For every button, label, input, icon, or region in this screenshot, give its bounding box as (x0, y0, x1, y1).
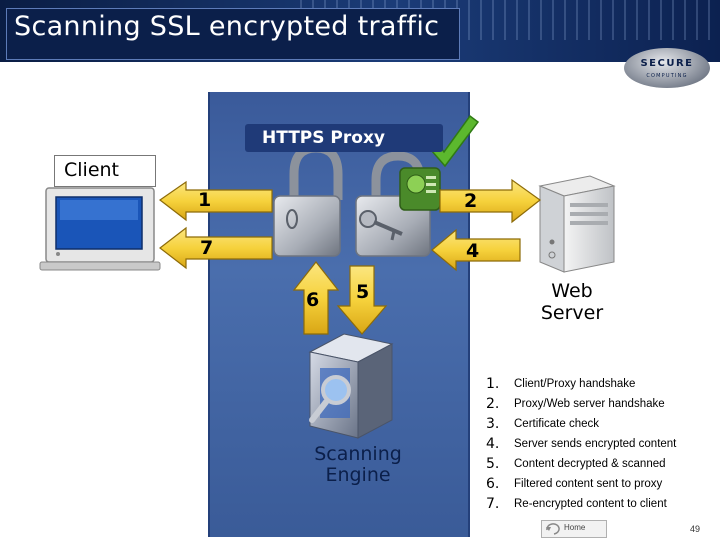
arrow-1 (158, 180, 273, 222)
engine-label: Scanning Engine (298, 444, 418, 486)
laptop-icon (39, 187, 161, 271)
arrow-7 (159, 226, 273, 270)
step-number: 3. (486, 416, 500, 432)
step-number: 5. (486, 456, 500, 472)
step-number: 2. (486, 396, 500, 412)
arrow-2-label: 2 (464, 190, 478, 212)
step-number: 1. (486, 376, 500, 392)
slide-title: Scanning SSL encrypted traffic (14, 11, 440, 42)
proxy-label: HTTPS Proxy (262, 128, 386, 148)
proxy-label-box (245, 124, 443, 152)
logo-text: SECURE (640, 58, 694, 69)
home-button-label: Home (564, 523, 586, 532)
arrow-6-label: 6 (306, 289, 320, 311)
step-number: 4. (486, 436, 500, 452)
arrow-4-label: 4 (466, 240, 480, 262)
step-text: Proxy/Web server handshake (514, 398, 665, 410)
step-text: Content decrypted & scanned (514, 458, 666, 470)
client-label-box (54, 155, 156, 187)
arrow-1-label: 1 (198, 189, 212, 211)
step-text: Client/Proxy handshake (514, 378, 636, 390)
home-button[interactable]: Home (541, 520, 607, 538)
arrow-5 (336, 265, 388, 335)
scanning-engine-icon (308, 333, 394, 439)
client-label: Client (64, 159, 120, 181)
step-number: 6. (486, 476, 500, 492)
engine-label-line2: Engine (325, 464, 391, 486)
arrow-6 (292, 261, 340, 335)
server-label-line2: Server (540, 302, 604, 324)
server-label: Web Server (524, 280, 620, 324)
step-number: 7. (486, 496, 500, 512)
logo-subtext: COMPUTING (646, 73, 688, 79)
home-icon (546, 523, 560, 535)
page-number: 49 (690, 524, 701, 534)
arrow-2 (439, 178, 542, 224)
step-text: Re-encrypted content to client (514, 498, 667, 510)
step-text: Server sends encrypted content (514, 438, 677, 450)
step-text: Filtered content sent to proxy (514, 478, 663, 490)
engine-label-line1: Scanning (314, 443, 402, 465)
title-box (6, 8, 460, 60)
arrow-5-label: 5 (356, 281, 370, 303)
certificate-icon (399, 167, 441, 211)
arrow-7-label: 7 (200, 237, 214, 259)
step-text: Certificate check (514, 418, 600, 430)
web-server-icon (538, 175, 616, 273)
arrow-4 (431, 228, 521, 272)
secure-computing-logo (624, 48, 710, 88)
server-label-line1: Web (551, 280, 593, 302)
padlock-icon (273, 143, 343, 257)
